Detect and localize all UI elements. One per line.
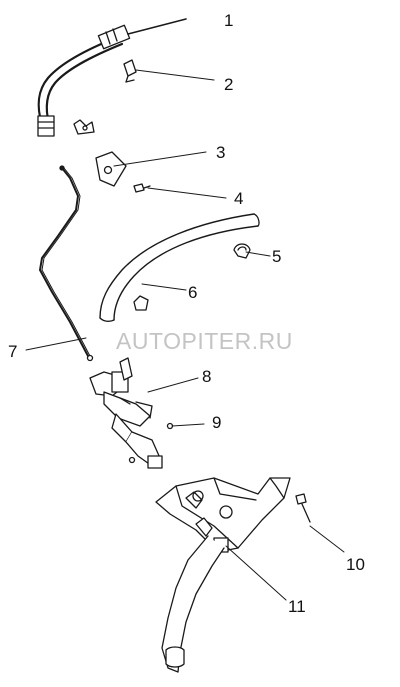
part-2-clip — [123, 59, 137, 83]
leader-10 — [309, 525, 345, 553]
part-5-clamp — [233, 243, 251, 259]
leader-lines — [25, 69, 345, 601]
callout-1: 1 — [224, 11, 234, 30]
small-bracket — [73, 119, 95, 135]
callout-4: 4 — [234, 189, 244, 208]
callout-3: 3 — [216, 143, 226, 162]
callout-6: 6 — [188, 283, 198, 302]
leader-11 — [225, 545, 287, 601]
watermark-text: AUTOPITER.RU — [116, 328, 293, 354]
callout-5: 5 — [272, 247, 282, 266]
leader-9 — [171, 423, 205, 427]
part-1-hose — [37, 18, 187, 137]
part-3-plate — [95, 151, 127, 187]
part-4-bolt — [133, 183, 151, 193]
callout-8: 8 — [202, 367, 212, 386]
part-10-bolt — [295, 493, 311, 523]
hose-clip — [133, 295, 149, 311]
leader-7 — [25, 337, 87, 351]
leader-4 — [147, 187, 227, 199]
part-11-pedal-assembly — [155, 477, 291, 673]
callout-11: 11 — [288, 597, 306, 616]
callout-7: 7 — [8, 342, 18, 361]
callout-2: 2 — [224, 75, 234, 94]
leader-3 — [113, 151, 207, 167]
callout-10: 10 — [346, 555, 365, 574]
leader-2 — [135, 69, 215, 81]
part-7-pipe — [39, 165, 94, 362]
leader-6 — [141, 283, 187, 291]
part-8-master-cylinder — [89, 357, 163, 469]
leader-5 — [245, 251, 271, 257]
leader-8 — [147, 377, 199, 393]
callout-9: 9 — [212, 413, 222, 432]
part-6-hose — [99, 213, 260, 322]
